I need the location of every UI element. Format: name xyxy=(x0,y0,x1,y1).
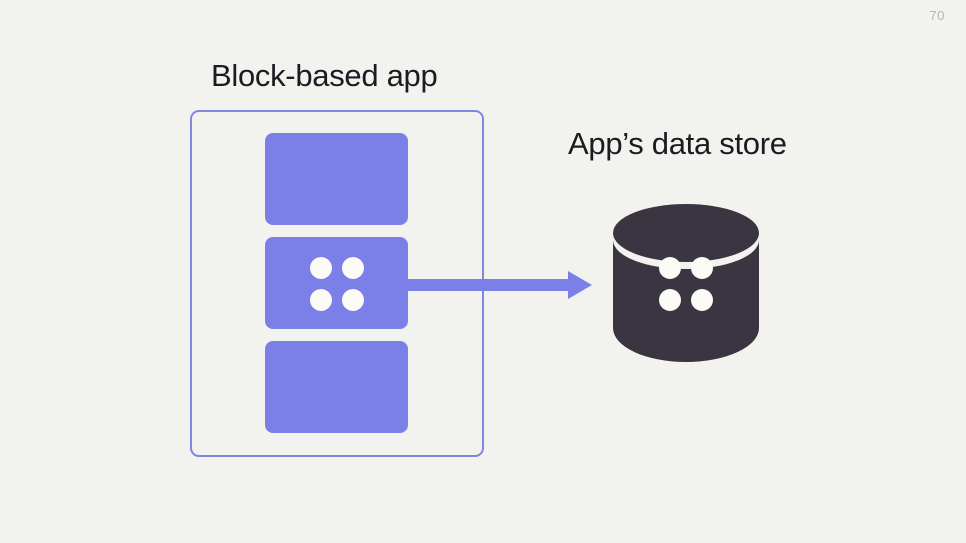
page-title-app-data-store: App’s data store xyxy=(568,126,787,161)
data-dot xyxy=(691,257,713,279)
store-data-dots-icon xyxy=(659,257,713,311)
data-dot xyxy=(310,289,332,311)
arrow-right-icon xyxy=(400,271,592,299)
data-dot xyxy=(691,289,713,311)
data-dot xyxy=(310,257,332,279)
app-block-1 xyxy=(265,133,408,225)
page-number: 70 xyxy=(929,8,945,23)
database-cylinder-icon xyxy=(613,204,759,362)
data-dot xyxy=(659,257,681,279)
app-block-2 xyxy=(265,237,408,329)
app-block-3 xyxy=(265,341,408,433)
block-data-dots-icon xyxy=(310,257,364,311)
data-dot xyxy=(342,257,364,279)
page-title-block-based-app: Block-based app xyxy=(211,58,438,93)
data-dot xyxy=(342,289,364,311)
data-dot xyxy=(659,289,681,311)
